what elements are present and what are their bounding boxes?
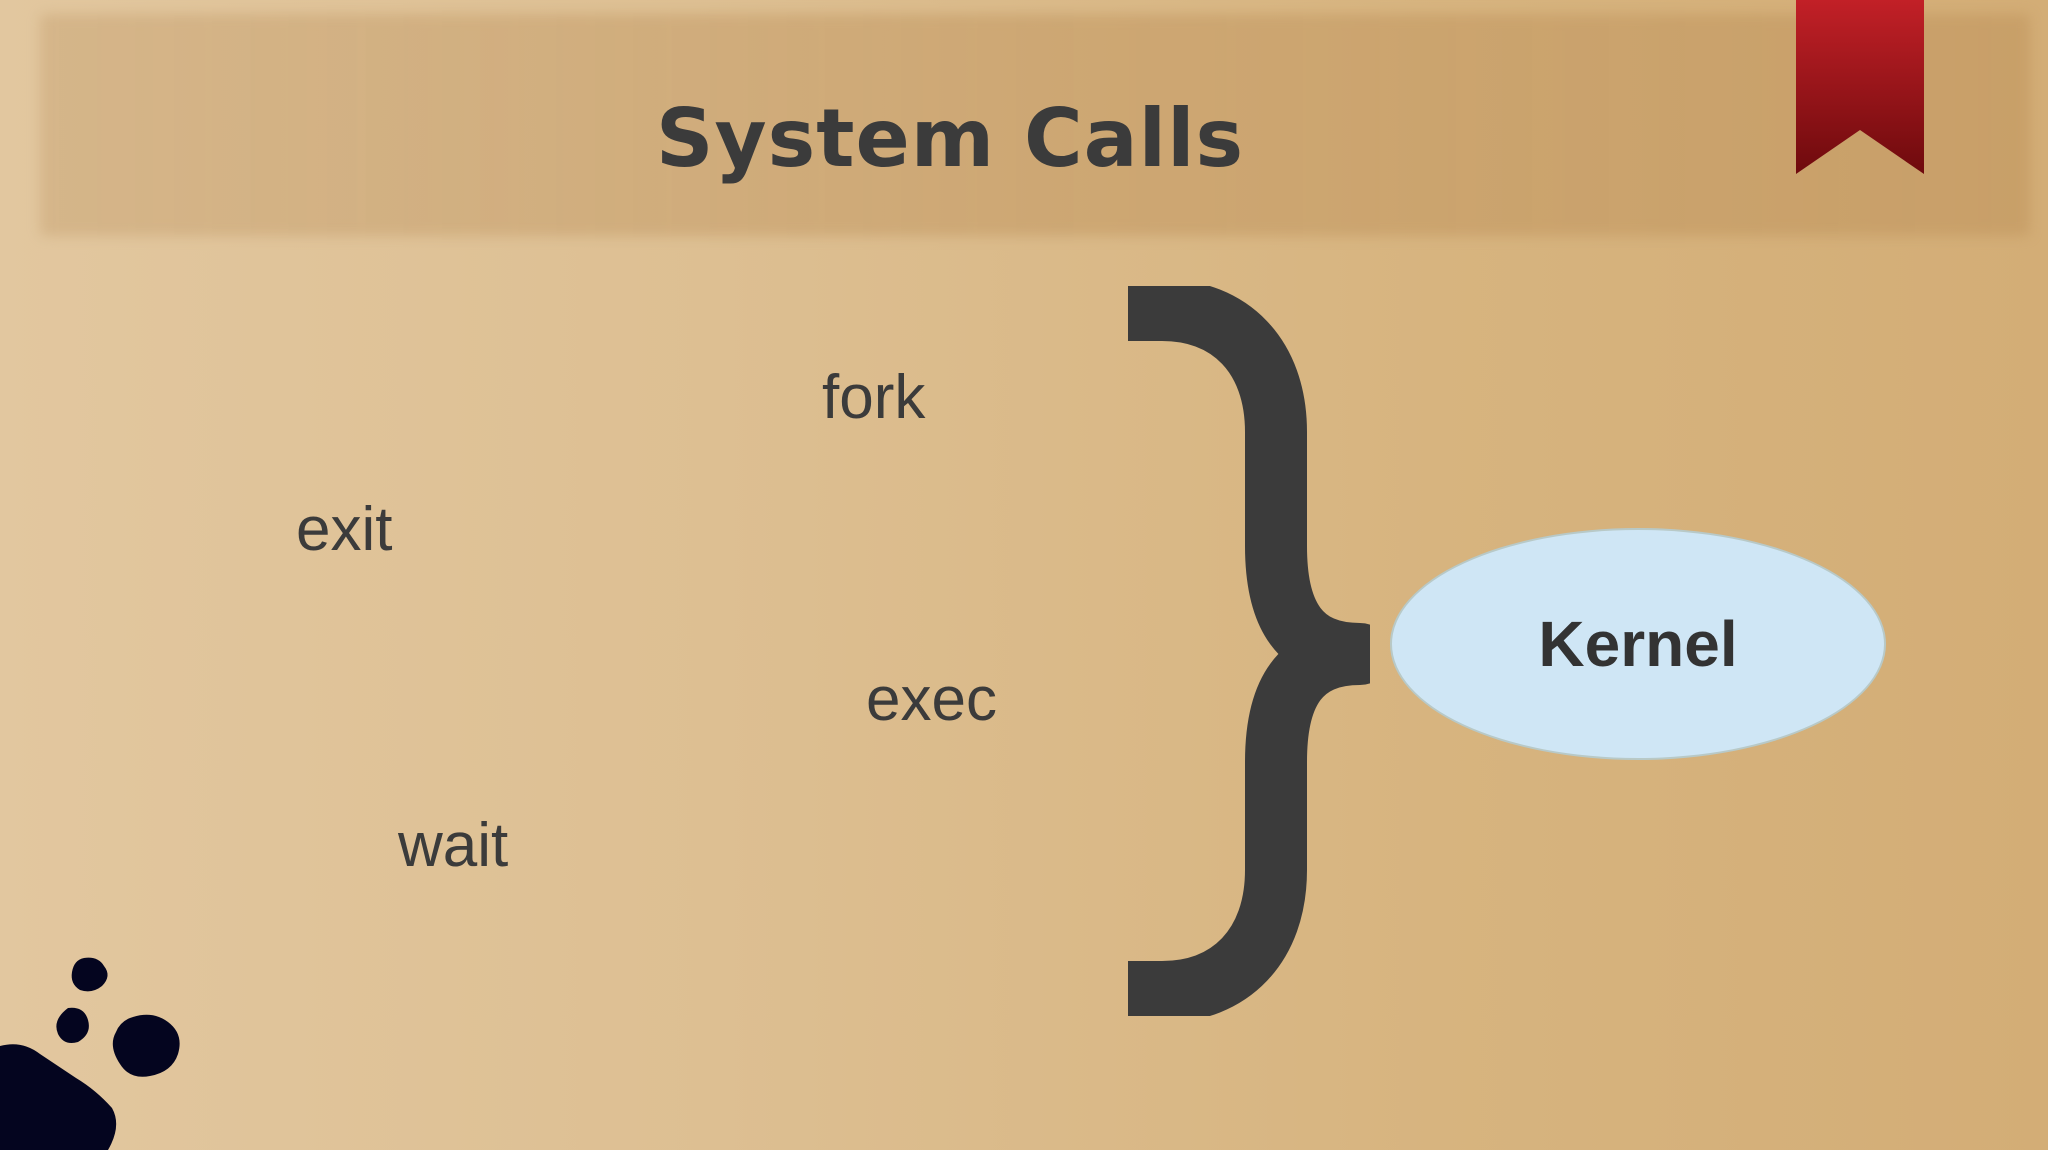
call-wait: wait: [398, 811, 509, 880]
kernel-ellipse: Kernel: [1390, 528, 1886, 760]
slide-title: System Calls: [655, 92, 1245, 185]
ink-splatter: [0, 957, 180, 1150]
call-exit: exit: [296, 495, 393, 564]
kernel-label: Kernel: [1538, 608, 1738, 680]
call-exec: exec: [866, 665, 997, 734]
call-fork: fork: [822, 363, 926, 432]
bookmark-ribbon-icon: [1796, 0, 1924, 174]
header-band: [40, 14, 2030, 236]
right-curly-brace: [1128, 286, 1370, 1016]
